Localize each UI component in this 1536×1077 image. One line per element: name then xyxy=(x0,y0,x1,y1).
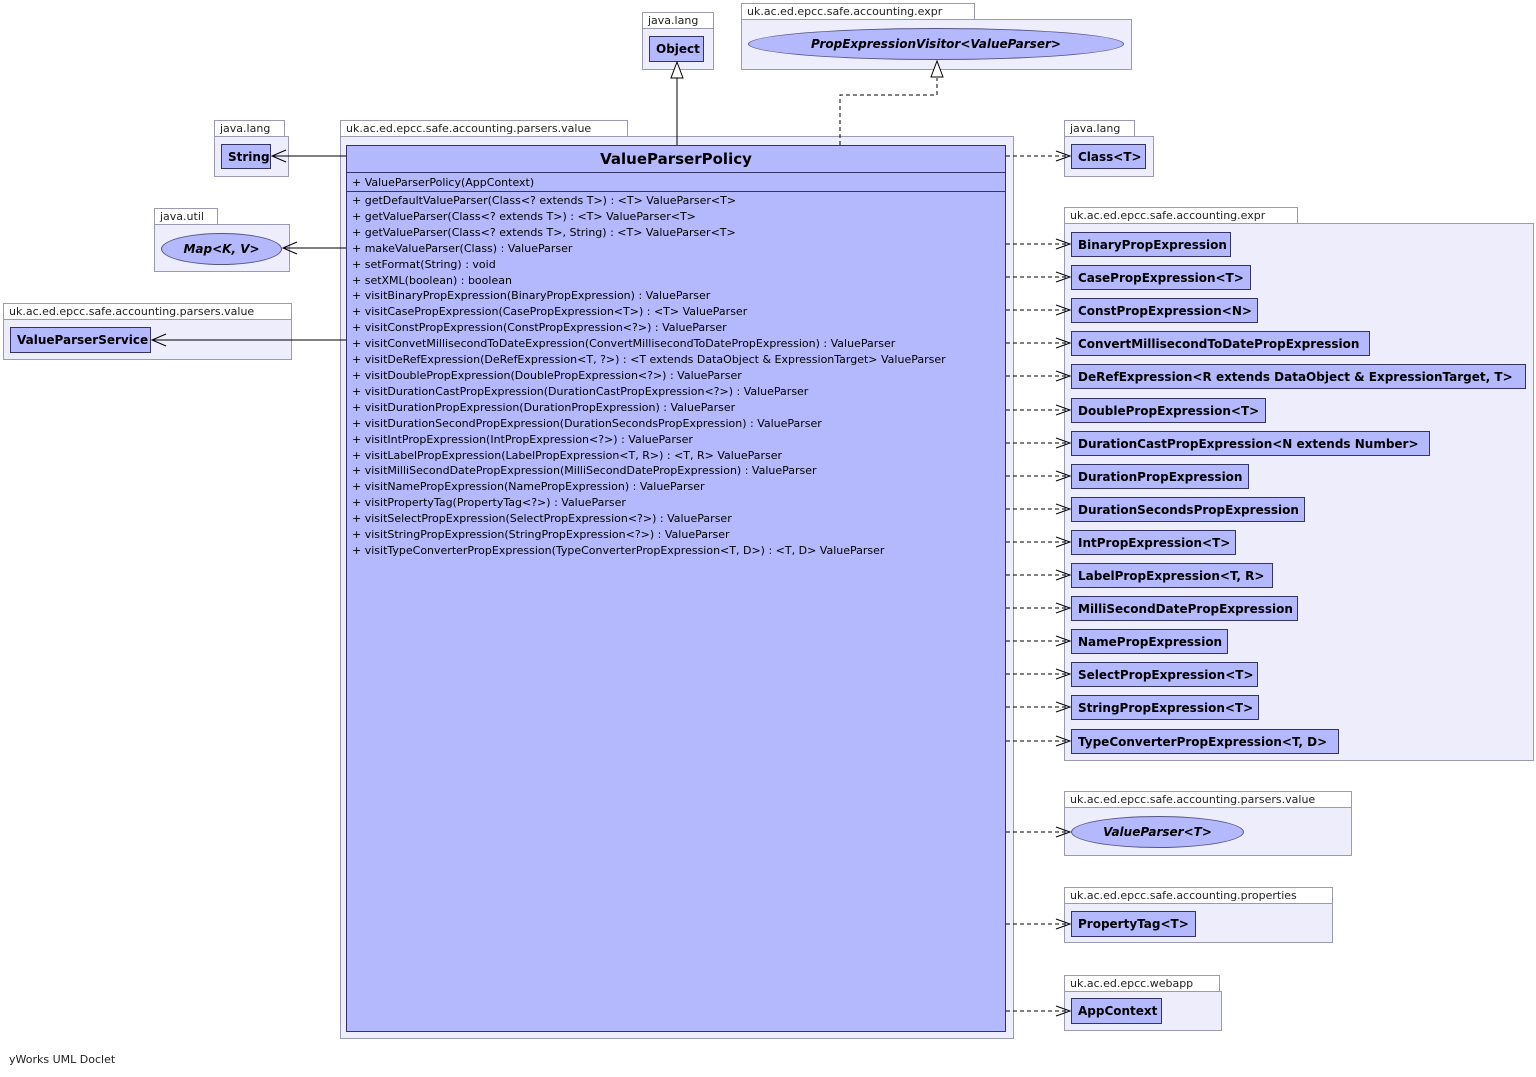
class-expr-7[interactable]: DurationPropExpression xyxy=(1071,464,1249,489)
method-entry: + visitConstPropExpression(ConstPropExpr… xyxy=(352,321,727,335)
dependency-arrowhead xyxy=(1055,437,1072,449)
dependency-arrowhead xyxy=(1055,1005,1072,1017)
package-tab-service: uk.ac.ed.epcc.safe.accounting.parsers.va… xyxy=(3,303,292,319)
package-tab-visitor: uk.ac.ed.epcc.safe.accounting.expr xyxy=(741,3,975,19)
realization-arrowhead-visitor xyxy=(930,59,944,78)
method-entry: + visitNamePropExpression(NamePropExpres… xyxy=(352,480,705,494)
dependency-arrowhead xyxy=(1055,635,1072,647)
constructor-entry: + ValueParserPolicy(AppContext) xyxy=(352,176,535,189)
dependency-arrowhead xyxy=(1055,337,1072,349)
package-tab-java-lang-string: java.lang xyxy=(214,120,285,136)
class-name: ValueParserPolicy xyxy=(347,146,1005,173)
method-entry: + visitLabelPropExpression(LabelPropExpr… xyxy=(352,448,783,462)
class-expr-14[interactable]: StringPropExpression<T> xyxy=(1071,695,1259,720)
constructor-compartment: + ValueParserPolicy(AppContext) xyxy=(347,173,1005,192)
method-entry: + visitPropertyTag(PropertyTag<?>) : Val… xyxy=(352,496,626,510)
dependency-arrowhead xyxy=(1055,271,1072,283)
association-arrowhead-service xyxy=(150,333,167,347)
class-expr-11[interactable]: MilliSecondDatePropExpression xyxy=(1071,596,1298,621)
class-expr-9[interactable]: IntPropExpression<T> xyxy=(1071,530,1236,555)
interface-map[interactable]: Map<K, V> xyxy=(161,233,282,265)
package-tab-valueparser: uk.ac.ed.epcc.safe.accounting.parsers.va… xyxy=(1064,791,1352,807)
dependency-arrowhead xyxy=(1055,238,1072,250)
method-entry: + visitConvetMillisecondToDateExpression… xyxy=(352,337,896,351)
class-expr-5[interactable]: DoublePropExpression<T> xyxy=(1071,398,1266,423)
method-entry: + visitDeRefExpression(DeRefExpression<T… xyxy=(352,353,946,367)
class-expr-8[interactable]: DurationSecondsPropExpression xyxy=(1071,497,1305,522)
package-tab-properties: uk.ac.ed.epcc.safe.accounting.properties xyxy=(1064,887,1333,903)
dependency-arrowhead xyxy=(1055,503,1072,515)
class-expr-13[interactable]: SelectPropExpression<T> xyxy=(1071,662,1258,687)
class-propertytag[interactable]: PropertyTag<T> xyxy=(1071,911,1196,937)
association-arrowhead-string xyxy=(270,149,287,163)
dependency-arrowhead xyxy=(1055,569,1072,581)
class-expr-2[interactable]: ConstPropExpression<N> xyxy=(1071,298,1258,323)
class-string[interactable]: String xyxy=(221,144,271,169)
footer-credit: yWorks UML Doclet xyxy=(9,1053,116,1066)
dependency-arrowhead xyxy=(1055,370,1072,382)
dependency-arrowhead xyxy=(1055,304,1072,316)
method-entry: + setXML(boolean) : boolean xyxy=(352,273,512,287)
association-arrowhead-map xyxy=(281,241,298,255)
method-entry: + getDefaultValueParser(Class<? extends … xyxy=(352,194,737,207)
method-entry: + visitIntPropExpression(IntPropExpressi… xyxy=(352,432,693,446)
method-entry: + makeValueParser(Class) : ValueParser xyxy=(352,241,573,255)
dependency-arrowhead xyxy=(1055,918,1072,930)
class-expr-3[interactable]: ConvertMillisecondToDatePropExpression xyxy=(1071,331,1370,356)
method-entry: + visitDurationCastPropExpression(Durati… xyxy=(352,384,809,398)
method-entry: + visitDurationPropExpression(DurationPr… xyxy=(352,400,736,414)
method-entry: + visitSelectPropExpression(SelectPropEx… xyxy=(352,512,732,526)
class-expr-6[interactable]: DurationCastPropExpression<N extends Num… xyxy=(1071,431,1430,456)
method-entry: + visitStringPropExpression(StringPropEx… xyxy=(352,528,730,542)
class-class-t[interactable]: Class<T> xyxy=(1071,144,1146,169)
package-tab-java-lang-class: java.lang xyxy=(1064,120,1135,136)
dependency-arrowhead xyxy=(1055,701,1072,713)
package-tab-expr: uk.ac.ed.epcc.safe.accounting.expr xyxy=(1064,207,1298,223)
class-expr-15[interactable]: TypeConverterPropExpression<T, D> xyxy=(1071,729,1339,754)
package-tab-java-lang-object: java.lang xyxy=(642,12,714,28)
package-tab-main: uk.ac.ed.epcc.safe.accounting.parsers.va… xyxy=(340,120,628,136)
generalization-arrowhead-object xyxy=(670,60,684,79)
method-entry: + getValueParser(Class<? extends T>) : <… xyxy=(352,209,696,223)
methods-compartment: + getDefaultValueParser(Class<? extends … xyxy=(347,192,1005,559)
package-tab-java-util: java.util xyxy=(154,208,218,224)
package-tab-webapp: uk.ac.ed.epcc.webapp xyxy=(1064,975,1220,991)
class-expr-10[interactable]: LabelPropExpression<T, R> xyxy=(1071,563,1273,588)
dependency-arrowhead xyxy=(1055,735,1072,747)
class-expr-12[interactable]: NamePropExpression xyxy=(1071,629,1228,654)
method-entry: + getValueParser(Class<? extends T>, Str… xyxy=(352,225,736,239)
method-entry: + visitTypeConverterPropExpression(TypeC… xyxy=(352,543,885,557)
class-valueparserservice[interactable]: ValueParserService xyxy=(10,327,151,353)
dependency-arrowhead xyxy=(1055,150,1072,162)
dependency-arrowhead xyxy=(1055,826,1072,838)
class-expr-4[interactable]: DeRefExpression<R extends DataObject & E… xyxy=(1071,364,1526,389)
dependency-arrowhead xyxy=(1055,668,1072,680)
method-entry: + visitMilliSecondDatePropExpression(Mil… xyxy=(352,464,817,478)
class-appcontext[interactable]: AppContext xyxy=(1071,998,1162,1024)
method-entry: + visitBinaryPropExpression(BinaryPropEx… xyxy=(352,289,711,303)
class-expr-0[interactable]: BinaryPropExpression xyxy=(1071,232,1231,257)
method-entry: + visitDurationSecondPropExpression(Dura… xyxy=(352,416,822,430)
interface-propexpressionvisitor[interactable]: PropExpressionVisitor<ValueParser> xyxy=(748,28,1124,60)
dependency-arrowhead xyxy=(1055,536,1072,548)
realization-edge-visitor xyxy=(839,78,938,145)
class-valueparserpolicy[interactable]: ValueParserPolicy + ValueParserPolicy(Ap… xyxy=(346,145,1006,1032)
dependency-arrowhead xyxy=(1055,470,1072,482)
method-entry: + visitCasePropExpression(CasePropExpres… xyxy=(352,305,748,319)
interface-valueparser[interactable]: ValueParser<T> xyxy=(1071,816,1244,848)
method-entry: + setFormat(String) : void xyxy=(352,257,496,271)
class-expr-1[interactable]: CasePropExpression<T> xyxy=(1071,265,1251,290)
method-entry: + visitDoublePropExpression(DoublePropEx… xyxy=(352,368,742,382)
class-object[interactable]: Object xyxy=(649,36,704,62)
dependency-arrowhead xyxy=(1055,404,1072,416)
dependency-arrowhead xyxy=(1055,602,1072,614)
